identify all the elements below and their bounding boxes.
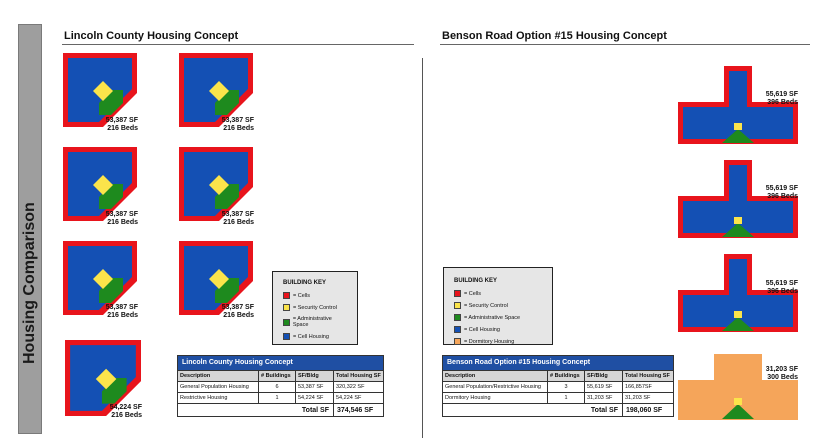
sidebar-bar [18,24,42,434]
benson-key-item: = Administrative Space [454,314,542,321]
table-row: Restrictive Housing 1 54,224 SF 54,224 S… [178,392,383,403]
table-total-row: Total SF 198,060 SF [443,403,673,416]
benson-building-2 [678,160,798,238]
benson-building-1 [678,66,798,144]
lincoln-building-7 [65,340,141,416]
benson-building-3 [678,254,798,332]
sidebar-label: Housing Comparison [21,202,38,364]
benson-building-4 [678,354,798,420]
benson-key-title: BUILDING KEY [454,278,498,284]
benson-key-item: = Dormitory Housing [454,338,542,345]
lincoln-key-title: BUILDING KEY [283,280,327,286]
lincoln-title-rule [62,44,414,45]
lincoln-building-1 [63,53,137,127]
lincoln-building-6 [179,241,253,315]
benson-title-rule [440,44,810,45]
security-swatch [283,304,290,311]
benson-table-title: Benson Road Option #15 Housing Concept [443,356,673,370]
benson-housing-table: Benson Road Option #15 Housing Concept D… [442,355,674,417]
admin-swatch [283,318,290,326]
benson-title: Benson Road Option #15 Housing Concept [442,30,667,42]
admin-swatch [454,314,461,321]
table-row: General Population/Restrictive Housing 3… [443,381,673,392]
lincoln-key-item: = Cell Housing [283,333,347,340]
lincoln-building-4 [179,147,253,221]
benson-key-item: = Cell Housing [454,326,542,333]
lincoln-title: Lincoln County Housing Concept [64,30,239,42]
table-total-row: Total SF 374,546 SF [178,403,383,416]
cellhousing-swatch [454,326,461,333]
sidebar-label-wrap: Housing Comparison [18,24,42,434]
lincoln-key-item: = Security Control [283,304,347,311]
table-row: General Population Housing 6 53,387 SF 3… [178,381,383,392]
benson-key-item: = Security Control [454,302,542,309]
benson-building-key: BUILDING KEY = Cells = Security Control … [443,267,553,345]
cells-swatch [283,292,290,299]
table-row: Dormitory Housing 1 31,203 SF 31,203 SF [443,392,673,403]
benson-key-item: = Cells [454,290,542,297]
dorm-swatch [454,338,461,345]
cells-swatch [454,290,461,297]
security-swatch [454,302,461,309]
lincoln-table-title: Lincoln County Housing Concept [178,356,383,370]
lincoln-building-5 [63,241,137,315]
lincoln-housing-table: Lincoln County Housing Concept Descripti… [177,355,384,417]
table-header-row: Description # Buildings SF/Bldg Total Ho… [178,370,383,381]
section-divider [422,58,423,438]
lincoln-building-key: BUILDING KEY = Cells = Security Control … [272,271,358,345]
lincoln-building-2 [179,53,253,127]
lincoln-key-item: = Cells [283,292,347,299]
cellhousing-swatch [283,333,290,340]
lincoln-key-item: = Administrative Space [283,316,347,328]
table-header-row: Description # Buildings SF/Bldg Total Ho… [443,370,673,381]
lincoln-building-3 [63,147,137,221]
